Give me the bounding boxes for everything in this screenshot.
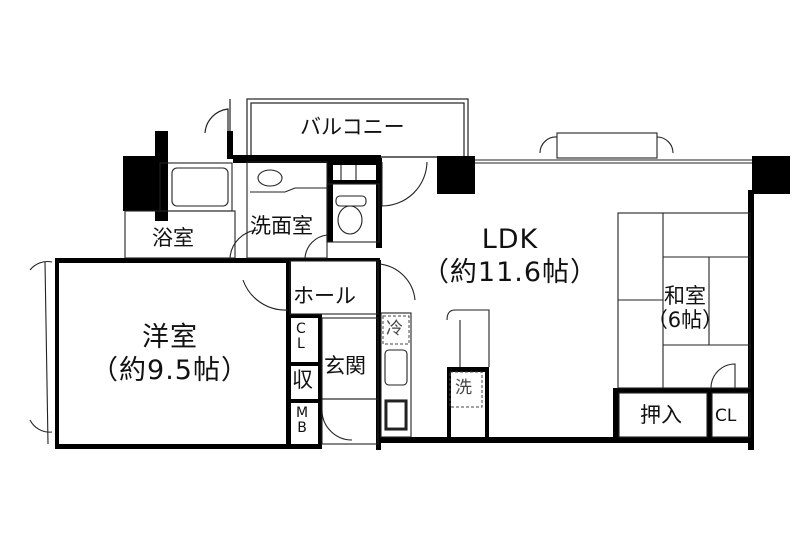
washroom-label: 洗面室 [250, 214, 313, 238]
meter-box-bottom: B [297, 420, 307, 436]
washing-machine-label: 洗 [455, 378, 472, 398]
closet-western-bottom: L [296, 336, 305, 352]
western-room-label: 洋室 [142, 322, 198, 353]
hall-label: ホール [293, 284, 356, 308]
ldk-label: LDK [481, 224, 539, 255]
ldk-size: （約11.6帖） [421, 257, 599, 288]
oshiire-label: 押入 [640, 403, 682, 427]
closet-japanese-label: CL [715, 406, 737, 426]
japanese-room: 和室 （6帖） [645, 286, 725, 331]
closet-western-top: C [296, 321, 306, 337]
entrance-label: 玄関 [324, 354, 366, 378]
japanese-room-label: 和室 [664, 284, 706, 308]
japanese-room-size: （6帖） [646, 308, 724, 332]
ldk-room: LDK （約11.6帖） [420, 226, 600, 286]
storage-label: 収 [292, 368, 313, 392]
closet-western: C L [296, 322, 306, 352]
meter-box-top: M [296, 405, 309, 421]
refrigerator-label: 冷 [386, 319, 403, 339]
western-room: 洋室 （約9.5帖） [85, 324, 255, 384]
western-room-size: （約9.5帖） [91, 355, 249, 386]
bathroom-label: 浴室 [152, 226, 194, 250]
balcony-label: バルコニー [300, 115, 405, 139]
meter-box: M B [296, 406, 308, 436]
